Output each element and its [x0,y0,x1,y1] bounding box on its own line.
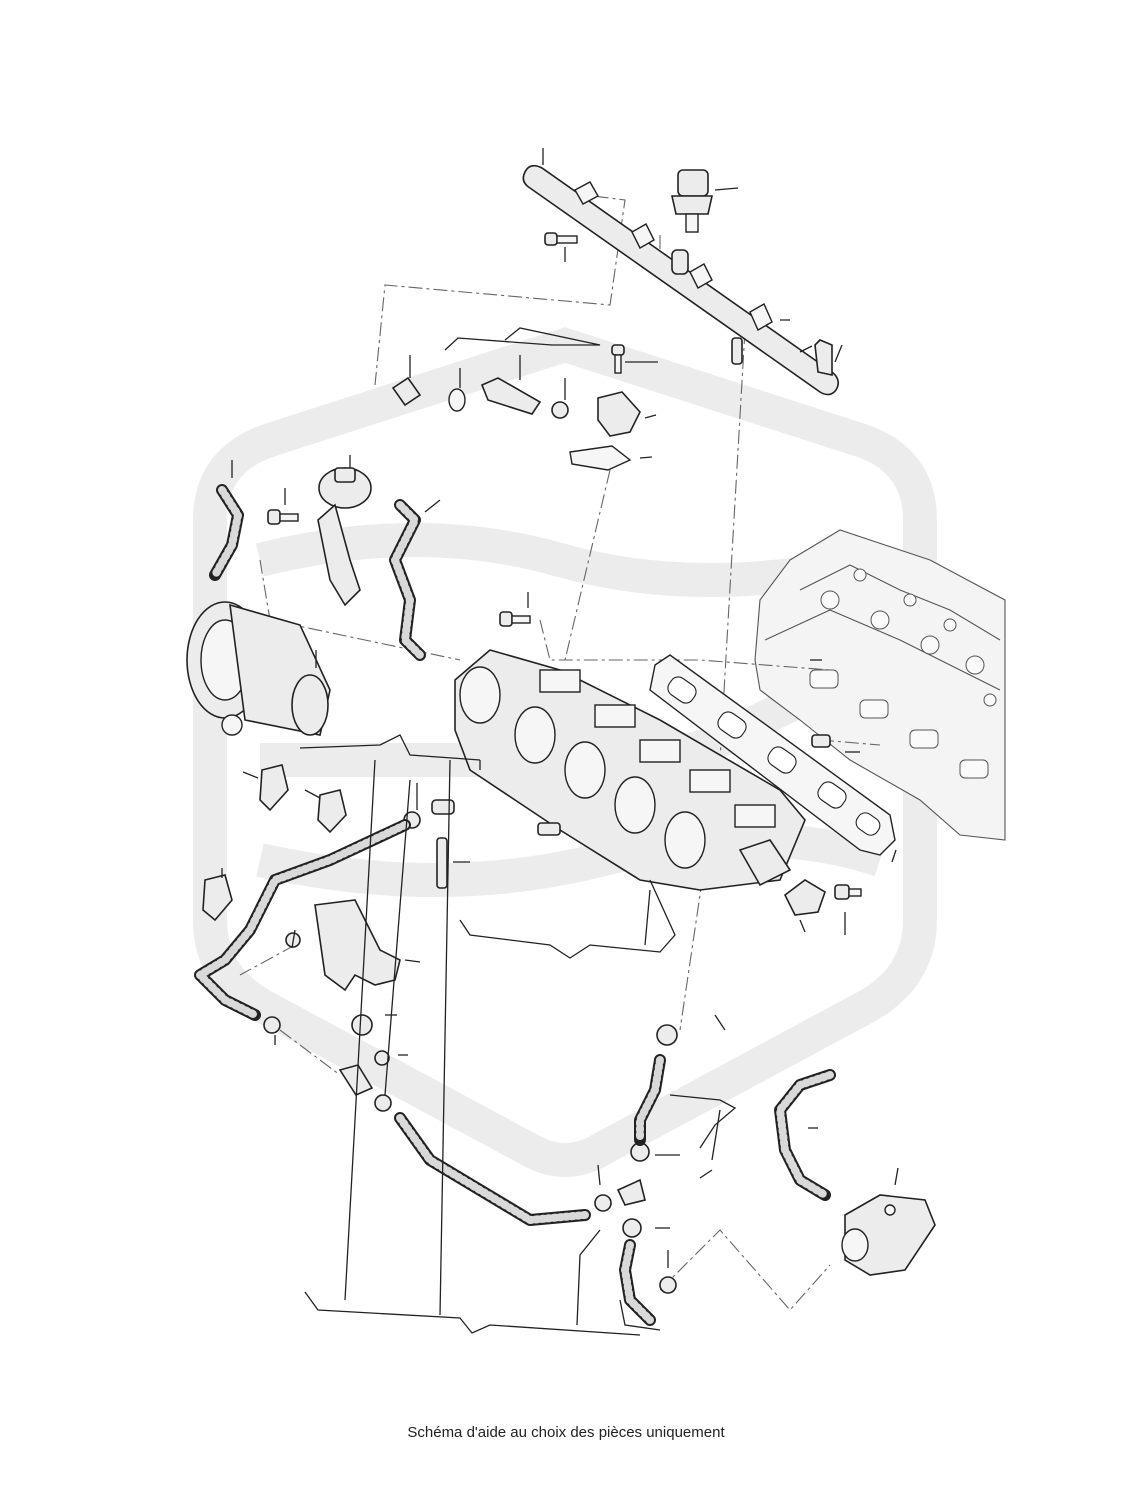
cylinder-head-icon [754,529,1006,841]
fuel-rail-icon [522,164,840,396]
vacuum-pump-icon [209,467,426,661]
small-parts [202,734,831,1294]
fuel-pump-icon [186,601,331,736]
hose-group [194,819,836,1326]
diagram-caption: Schéma d'aide au choix des pièces unique… [407,1424,725,1441]
manifold-gasket-icon [649,654,896,856]
bolt-icons [267,232,862,900]
high-pressure-pump-icon [841,1194,936,1276]
injector-icon [391,376,641,471]
pressure-sensor-icon [671,169,713,233]
intake-manifold-icon [454,649,806,891]
leader-lines [221,148,899,1336]
